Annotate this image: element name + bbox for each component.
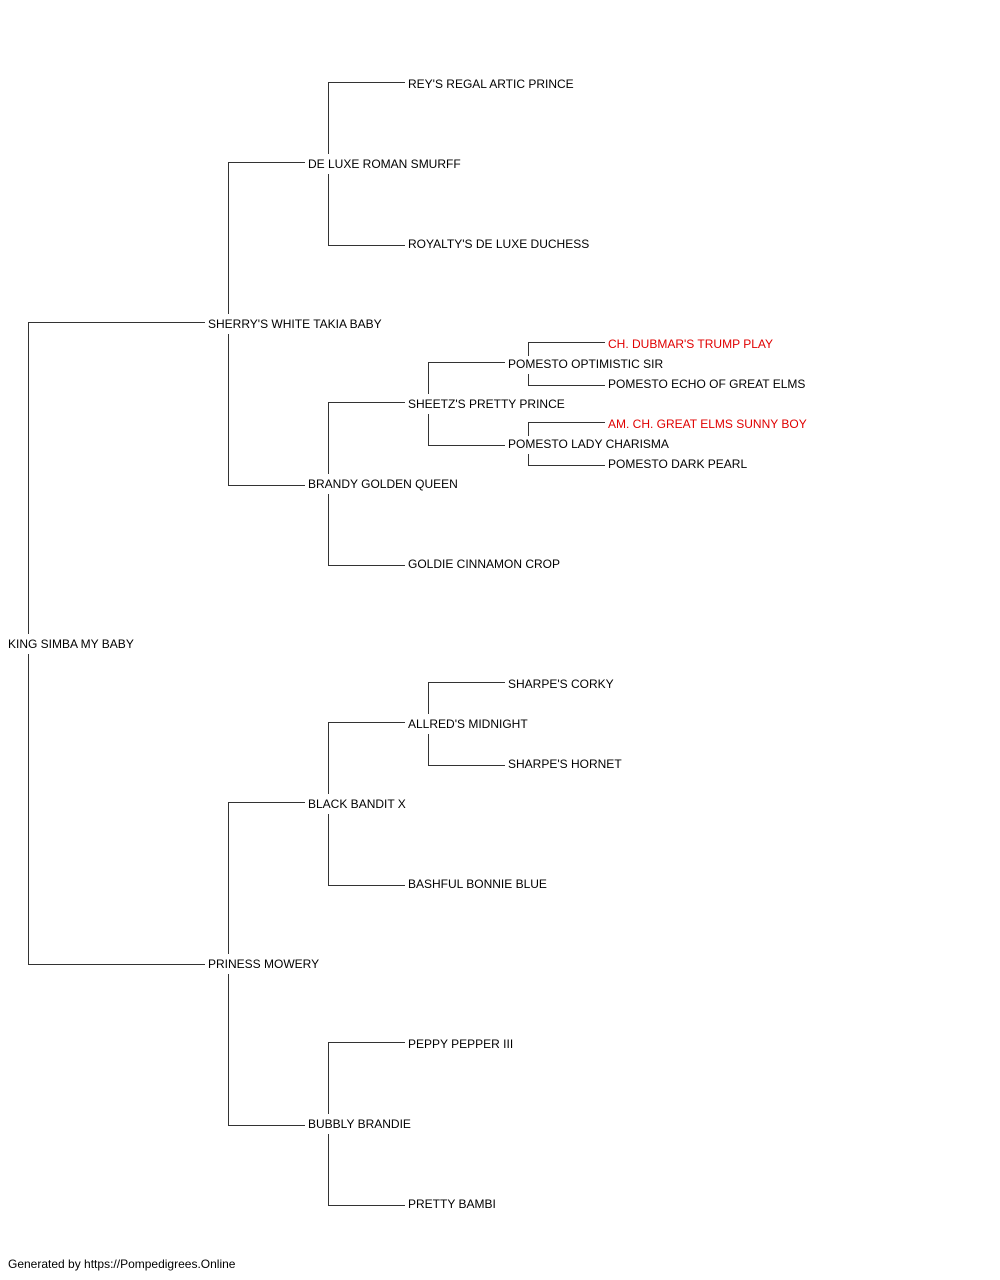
dog-charisma-dam: POMESTO DARK PEARL: [608, 457, 748, 471]
dog-dam: PRINESS MOWERY: [208, 957, 320, 971]
dog-dam-dam-dam: PRETTY BAMBI: [408, 1197, 496, 1211]
connector-bandit-dam: [328, 814, 405, 886]
dog-subject: KING SIMBA MY BABY: [8, 637, 134, 651]
dog-sire-dam-sire: SHEETZ'S PRETTY PRINCE: [408, 397, 565, 411]
dog-dam-sire-sire: ALLRED'S MIDNIGHT: [408, 717, 528, 731]
dog-sheetz-sire: POMESTO OPTIMISTIC SIR: [508, 357, 664, 371]
connector-subject-sire: [28, 322, 205, 634]
connector-charisma-dam: [528, 454, 605, 466]
dog-dam-sire-dam: BASHFUL BONNIE BLUE: [408, 877, 547, 891]
connector-allred-dam: [428, 734, 505, 766]
connector-smurff-dam: [328, 174, 405, 246]
dog-sire-sire-sire: REY'S REGAL ARTIC PRINCE: [408, 77, 574, 91]
dog-dam-dam-sire: PEPPY PEPPER III: [408, 1037, 514, 1051]
connector-allred-sire: [428, 682, 505, 714]
dog-sheetz-dam: POMESTO LADY CHARISMA: [508, 437, 669, 451]
connector-sheetz-dam: [428, 414, 505, 446]
connector-sheetz-sire: [428, 362, 505, 394]
connector-dam-dam: [228, 974, 305, 1126]
connector-bubbly-sire: [328, 1042, 405, 1114]
connector-brandy-dam: [328, 494, 405, 566]
dog-dam-dam: BUBBLY BRANDIE: [308, 1117, 411, 1131]
dog-sire: SHERRY'S WHITE TAKIA BABY: [208, 317, 382, 331]
dog-sire-sire: DE LUXE ROMAN SMURFF: [308, 157, 461, 171]
dog-optimistic-dam: POMESTO ECHO OF GREAT ELMS: [608, 377, 806, 391]
connector-subject-dam: [28, 654, 205, 965]
dog-allred-dam: SHARPE'S HORNET: [508, 757, 622, 771]
dog-optimistic-sire-champion: CH. DUBMAR'S TRUMP PLAY: [608, 337, 773, 351]
connector-charisma-sire: [528, 422, 605, 436]
dog-charisma-sire-champion: AM. CH. GREAT ELMS SUNNY BOY: [608, 417, 807, 431]
connector-optimistic-sire: [528, 342, 605, 356]
connector-sire-dam: [228, 334, 305, 486]
dog-sire-sire-dam: ROYALTY'S DE LUXE DUCHESS: [408, 237, 590, 251]
connector-sire-sire: [228, 162, 305, 314]
dog-sire-dam-dam: GOLDIE CINNAMON CROP: [408, 557, 561, 571]
generated-by-footer: Generated by https://Pompedigrees.Online: [8, 1257, 236, 1271]
dog-sire-dam: BRANDY GOLDEN QUEEN: [308, 477, 458, 491]
connector-bandit-sire: [328, 722, 405, 794]
connector-optimistic-dam: [528, 374, 605, 386]
connector-bubbly-dam: [328, 1134, 405, 1206]
connector-smurff-sire: [328, 82, 405, 154]
dog-allred-sire: SHARPE'S CORKY: [508, 677, 614, 691]
connector-brandy-sire: [328, 402, 405, 474]
dog-dam-sire: BLACK BANDIT X: [308, 797, 406, 811]
connector-dam-sire: [228, 802, 305, 954]
